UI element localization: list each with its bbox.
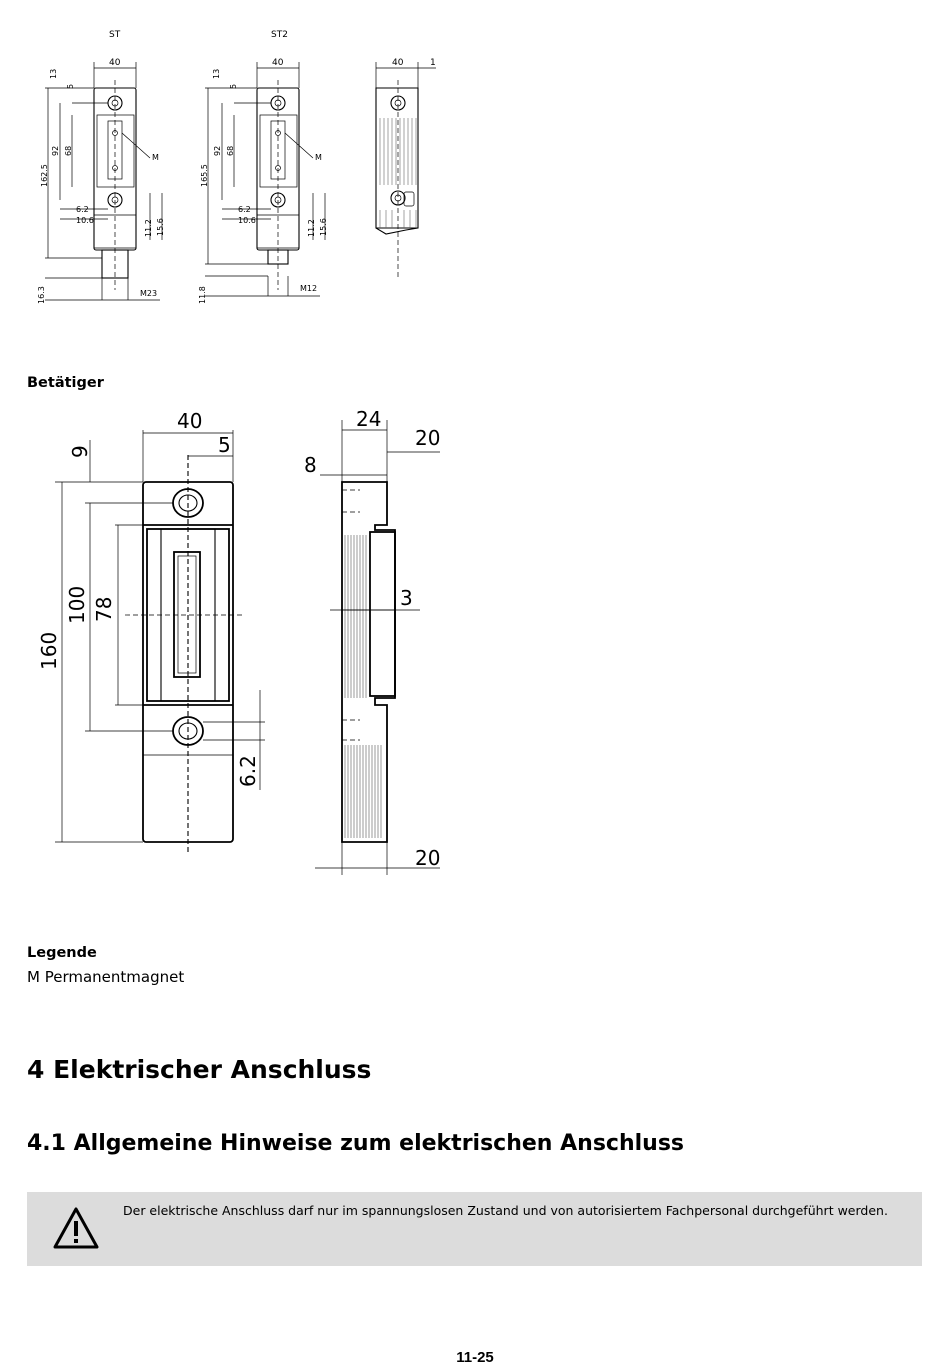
svg-text:6.2: 6.2 bbox=[76, 205, 89, 214]
actuator-side-plate bbox=[369, 531, 396, 697]
svg-text:40: 40 bbox=[109, 58, 121, 68]
svg-text:5: 5 bbox=[218, 433, 231, 457]
legend-item: M Permanentmagnet bbox=[27, 968, 185, 986]
svg-text:165.5: 165.5 bbox=[200, 164, 209, 187]
svg-text:15.6: 15.6 bbox=[156, 218, 165, 236]
st-magnet-window bbox=[96, 114, 135, 188]
svg-text:9: 9 bbox=[68, 445, 92, 458]
svg-text:162.5: 162.5 bbox=[40, 164, 49, 187]
warning-box bbox=[27, 1192, 922, 1266]
st2-magnet-window bbox=[259, 114, 298, 188]
actuator-front-view: 40 5 9 160 100 78 6.2 bbox=[37, 409, 265, 855]
actuator-label: Betätiger bbox=[27, 375, 104, 391]
actuator-side-view: 24 20 8 3 20 bbox=[304, 407, 440, 875]
svg-text:15.6: 15.6 bbox=[319, 218, 328, 236]
warning-text: Der elektrische Anschluss darf nur im sp… bbox=[123, 1203, 888, 1218]
svg-text:24: 24 bbox=[356, 407, 381, 431]
page-number: 11-25 bbox=[456, 1349, 494, 1366]
svg-text:20: 20 bbox=[415, 426, 440, 450]
svg-text:68: 68 bbox=[64, 146, 73, 156]
svg-text:M: M bbox=[152, 153, 159, 162]
side-led-indicator bbox=[403, 191, 415, 207]
svg-text:100: 100 bbox=[65, 586, 89, 624]
svg-text:78: 78 bbox=[92, 597, 116, 622]
svg-text:M12: M12 bbox=[300, 284, 317, 293]
drawing-st2: ST2 40 13 5 165.5 92 bbox=[198, 30, 328, 304]
svg-text:M23: M23 bbox=[140, 289, 157, 298]
legend-title: Legende bbox=[27, 945, 97, 961]
svg-text:16.3: 16.3 bbox=[37, 286, 46, 304]
actuator-side-housing bbox=[341, 481, 396, 843]
warning-triangle-icon bbox=[53, 1207, 99, 1249]
svg-text:3: 3 bbox=[400, 586, 413, 610]
drawing-side: 40 1 bbox=[375, 58, 436, 280]
actuator-front-slot bbox=[173, 551, 201, 678]
svg-text:11.2: 11.2 bbox=[307, 219, 316, 237]
svg-text:160: 160 bbox=[37, 632, 61, 670]
drawing-st-title: ST bbox=[109, 30, 121, 40]
sensor-drawings: ST 40 13 5 162.5 bbox=[37, 30, 436, 304]
drawing-st2-title: ST2 bbox=[271, 30, 288, 40]
section-heading-4: 4 Elektrischer Anschluss bbox=[27, 1055, 372, 1084]
svg-text:10.6: 10.6 bbox=[238, 216, 256, 225]
svg-text:40: 40 bbox=[177, 409, 202, 433]
svg-text:1: 1 bbox=[430, 58, 436, 68]
svg-text:10.6: 10.6 bbox=[76, 216, 94, 225]
section-heading-4-1: 4.1 Allgemeine Hinweise zum elektrischen… bbox=[27, 1131, 685, 1156]
svg-text:11.2: 11.2 bbox=[144, 219, 153, 237]
svg-text:20: 20 bbox=[415, 846, 440, 870]
svg-text:68: 68 bbox=[226, 146, 235, 156]
svg-text:6.2: 6.2 bbox=[238, 205, 251, 214]
svg-text:40: 40 bbox=[392, 58, 404, 68]
svg-text:11.8: 11.8 bbox=[198, 286, 207, 304]
svg-text:40: 40 bbox=[272, 58, 284, 68]
svg-text:5: 5 bbox=[66, 84, 75, 89]
svg-text:M: M bbox=[315, 153, 322, 162]
svg-text:92: 92 bbox=[51, 146, 60, 156]
svg-text:6.2: 6.2 bbox=[236, 755, 260, 787]
actuator-drawings: 40 5 9 160 100 78 6.2 bbox=[37, 407, 440, 875]
svg-text:5: 5 bbox=[229, 84, 238, 89]
svg-text:13: 13 bbox=[212, 69, 221, 79]
svg-text:92: 92 bbox=[213, 146, 222, 156]
svg-text:8: 8 bbox=[304, 453, 317, 477]
drawing-st: ST 40 13 5 162.5 bbox=[37, 30, 165, 304]
svg-text:13: 13 bbox=[49, 69, 58, 79]
